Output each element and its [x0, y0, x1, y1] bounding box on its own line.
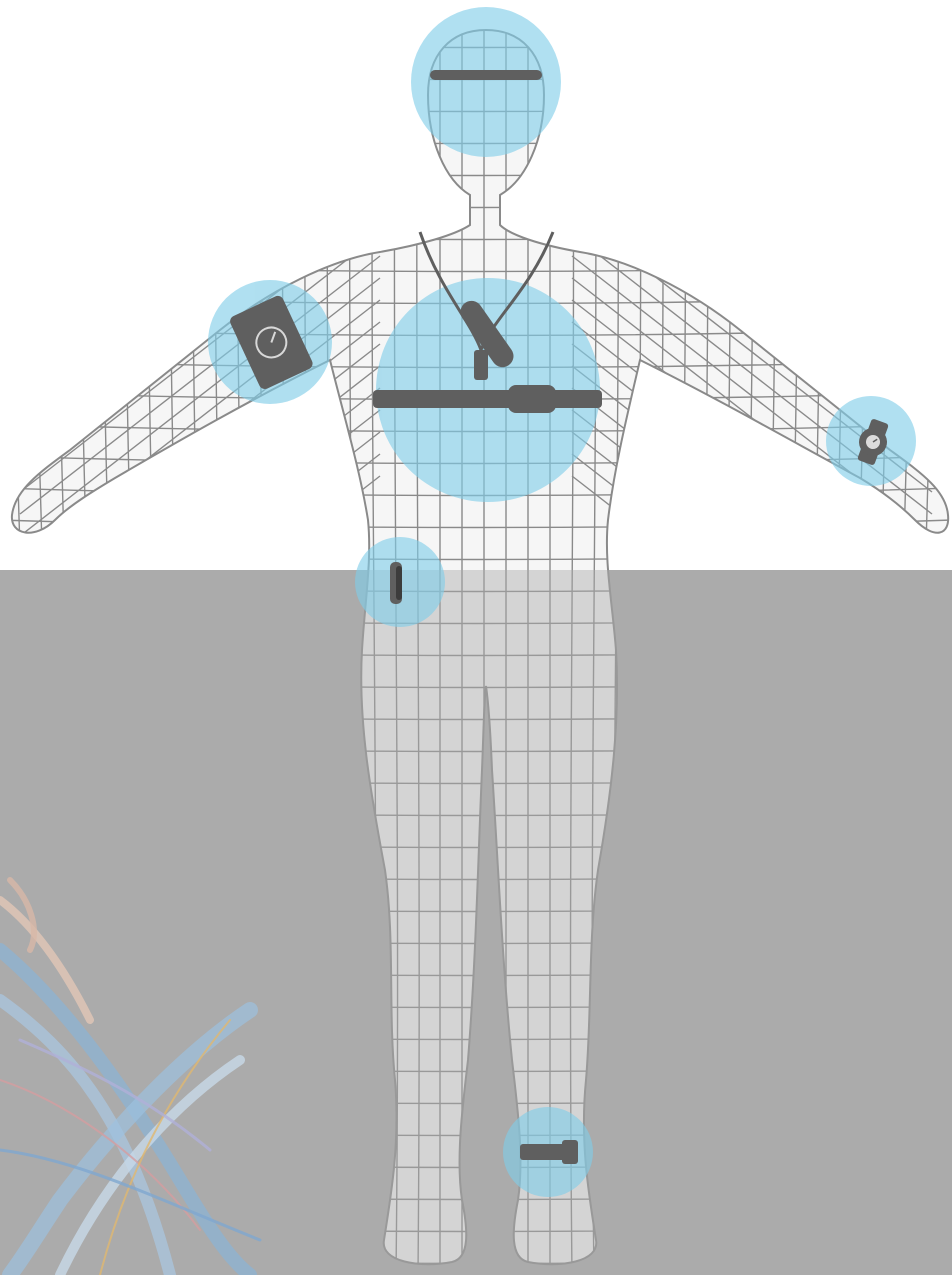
mesh-line: [20, 234, 380, 514]
head-sensor-zone[interactable]: [411, 7, 561, 157]
headband-icon: [430, 70, 542, 80]
mesh-line: [20, 256, 380, 536]
figure-shade: [0, 570, 952, 1275]
clip-icon: [390, 562, 402, 604]
